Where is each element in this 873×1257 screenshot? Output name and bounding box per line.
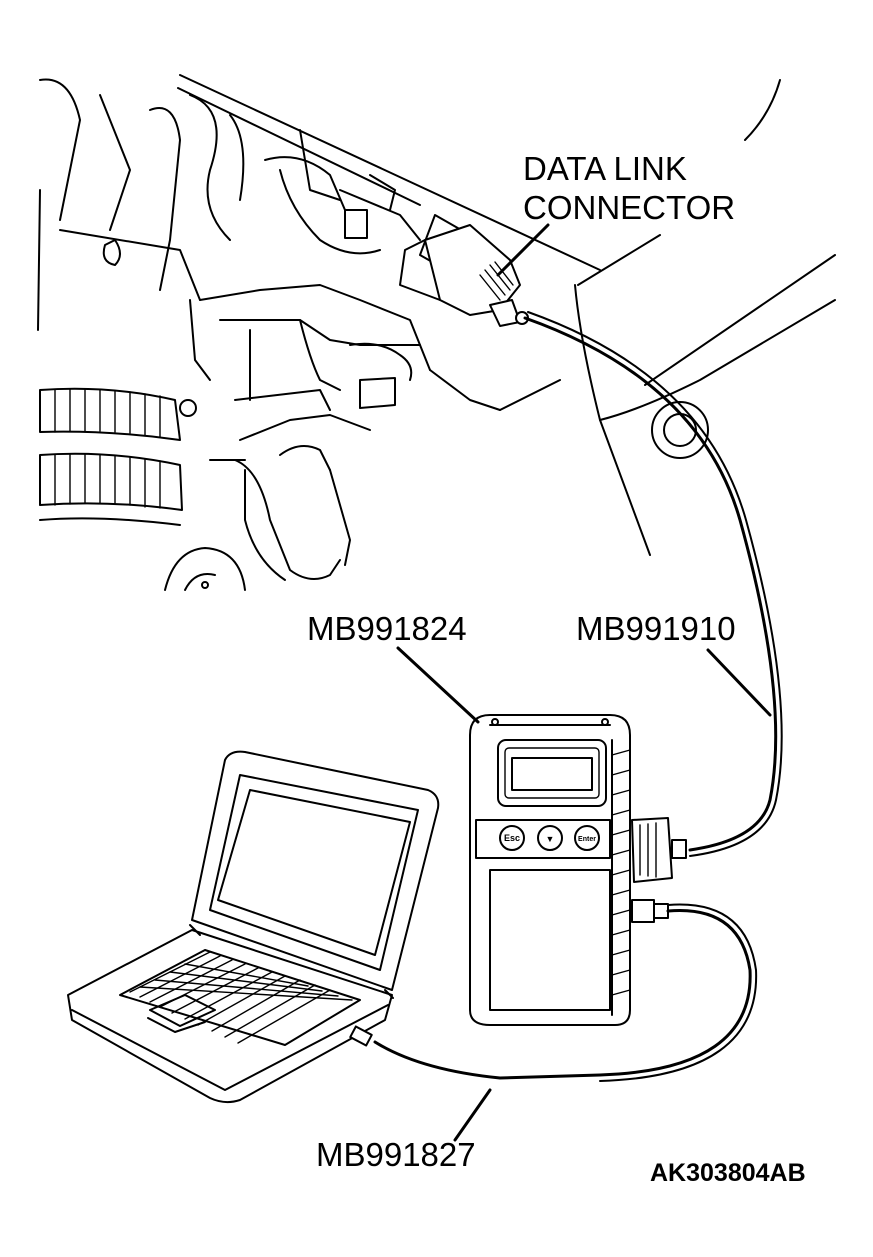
enter-button-label: Enter <box>578 836 596 843</box>
mb991827-label: MB991827 <box>316 1136 476 1173</box>
laptop-pc <box>67 750 440 1104</box>
data-link-connector <box>399 214 529 327</box>
mb991910-label: MB991910 <box>576 610 736 647</box>
leader-lines <box>396 223 772 1142</box>
down-button-label: ▼ <box>546 834 555 844</box>
down-button <box>537 825 563 851</box>
mb991824-label: MB991824 <box>307 610 467 647</box>
data-link-connector-label-line2: CONNECTOR <box>523 189 735 226</box>
data-link-connector-label-line1: DATA LINK <box>523 150 687 187</box>
esc-button-label: Esc <box>504 833 520 843</box>
cable-mb991827 <box>373 908 752 1080</box>
figure-code-label: AK303804AB <box>650 1159 806 1187</box>
esc-button <box>499 825 525 851</box>
vci-device-mb991824: Esc ▼ Enter <box>469 714 687 1026</box>
enter-button <box>574 825 600 851</box>
vehicle-dashboard-underside <box>37 74 836 591</box>
cable-mb991910 <box>523 316 778 852</box>
